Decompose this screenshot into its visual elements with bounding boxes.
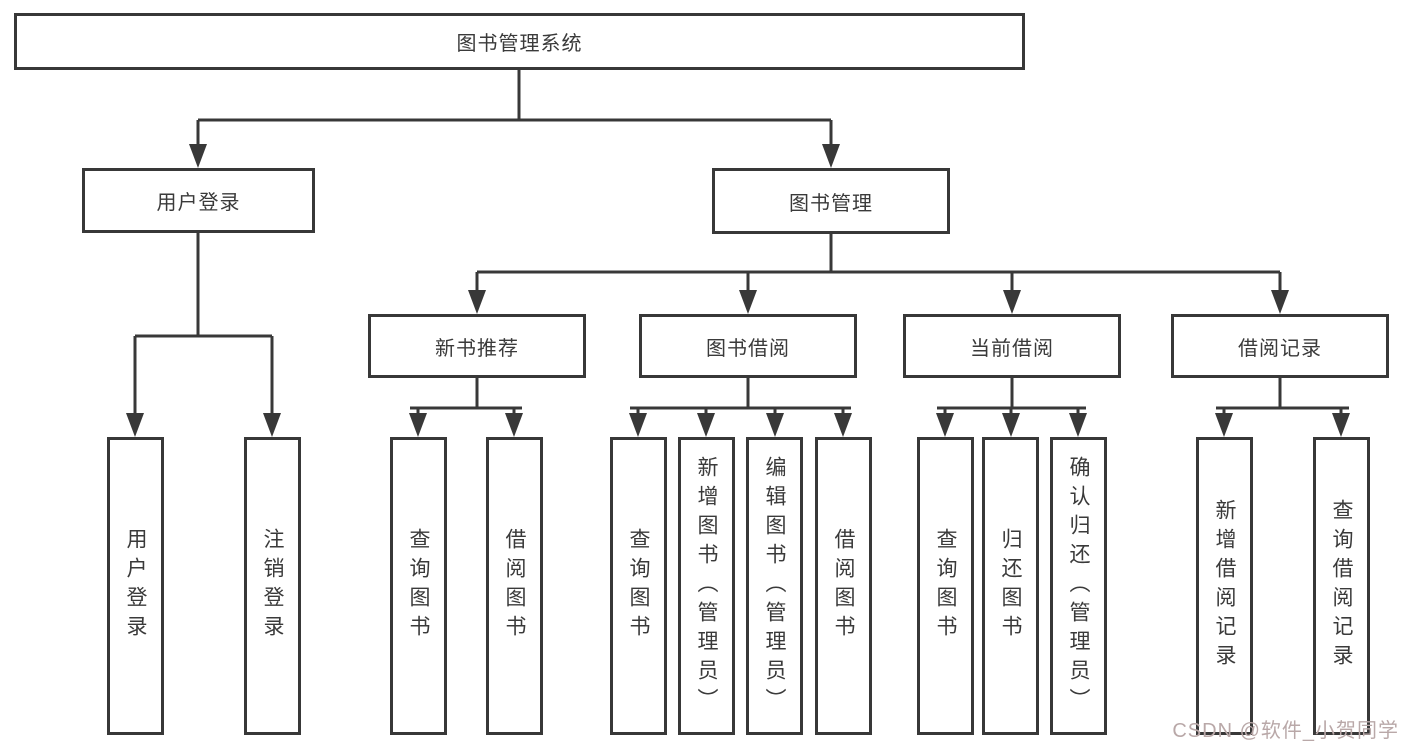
node-new-book-recommend: 新书推荐 xyxy=(368,314,586,378)
leaf-current-query-books: 查询图书 xyxy=(917,437,974,735)
leaf-newbook-query-books: 查询图书 xyxy=(390,437,447,735)
node-current-borrowing: 当前借阅 xyxy=(903,314,1121,378)
leaf-borrowing-borrow-books: 借阅图书 xyxy=(815,437,872,735)
node-root-system-title: 图书管理系统 xyxy=(14,13,1025,70)
leaf-current-confirm-return-admin: 确认归还（管理员） xyxy=(1050,437,1107,735)
leaf-borrowing-edit-books-admin: 编辑图书（管理员） xyxy=(746,437,803,735)
leaf-borrowing-query-books: 查询图书 xyxy=(610,437,667,735)
leaf-records-add-borrow-record: 新增借阅记录 xyxy=(1196,437,1253,735)
leaf-current-return-books: 归还图书 xyxy=(982,437,1039,735)
leaf-records-query-borrow-record: 查询借阅记录 xyxy=(1313,437,1370,735)
node-borrowing-records: 借阅记录 xyxy=(1171,314,1389,378)
leaf-borrowing-add-books-admin: 新增图书（管理员） xyxy=(678,437,735,735)
leaf-logout: 注销登录 xyxy=(244,437,301,735)
node-book-management: 图书管理 xyxy=(712,168,950,234)
csdn-watermark: CSDN @软件_小贺同学 xyxy=(1172,720,1399,742)
leaf-newbook-borrow-books: 借阅图书 xyxy=(486,437,543,735)
node-book-borrowing: 图书借阅 xyxy=(639,314,857,378)
node-user-login: 用户登录 xyxy=(82,168,315,233)
leaf-user-login: 用户登录 xyxy=(107,437,164,735)
